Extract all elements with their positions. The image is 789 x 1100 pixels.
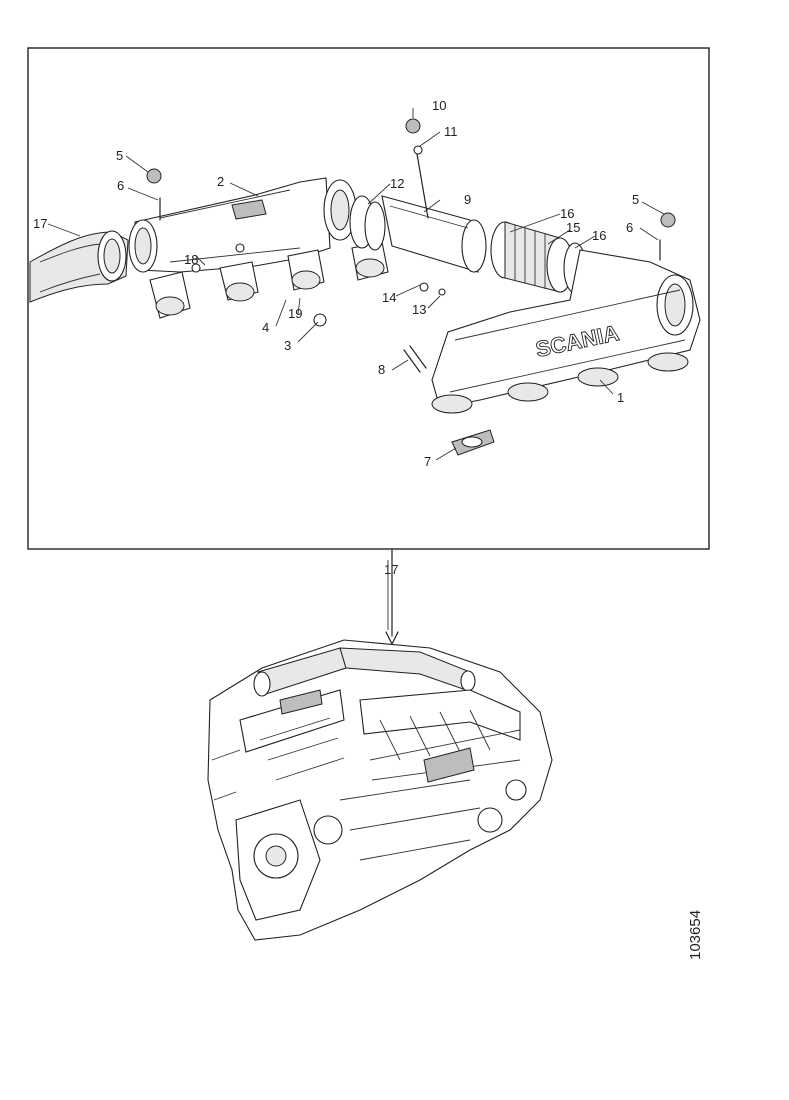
callout-1: 1 [617, 390, 624, 405]
document-number: 103654 [687, 910, 704, 960]
callout-18: 18 [184, 252, 198, 267]
callout-17: 17 [33, 216, 47, 231]
callout-19: 19 [288, 306, 302, 321]
exhaust-manifold-detail: SCANIA [29, 98, 701, 577]
callout-14: 14 [382, 290, 396, 305]
callout-labels: 1 2 3 4 5 5 6 6 7 8 9 10 11 12 13 14 15 … [33, 98, 639, 577]
bellows-15 [490, 221, 587, 294]
callout-4: 4 [262, 320, 269, 335]
callout-15: 15 [566, 220, 580, 235]
gasket-7 [451, 429, 495, 456]
manifold-section-1: SCANIA [431, 249, 701, 414]
callout-16-right: 16 [592, 228, 606, 243]
callout-6-right: 6 [626, 220, 633, 235]
callout-10: 10 [432, 98, 446, 113]
manifold-section-2 [128, 177, 389, 319]
callout-2: 2 [217, 174, 224, 189]
callout-13: 13 [412, 302, 426, 317]
junction-rings-12 [323, 179, 386, 251]
callout-11: 11 [444, 124, 458, 139]
callout-17-stem: 17 [384, 562, 398, 577]
leader-lines [47, 108, 665, 461]
engine-overview [207, 639, 553, 941]
callout-12: 12 [390, 176, 404, 191]
callout-7: 7 [424, 454, 431, 469]
callout-3: 3 [284, 338, 291, 353]
exhaust-pipe-17 [29, 230, 129, 303]
stud-8 [403, 345, 427, 373]
callout-5-left: 5 [116, 148, 123, 163]
callout-16-left: 16 [560, 206, 574, 221]
pipe-9 [381, 195, 487, 273]
callout-5-right: 5 [632, 192, 639, 207]
callout-6-left: 6 [117, 178, 124, 193]
callout-8: 8 [378, 362, 385, 377]
callout-9: 9 [464, 192, 471, 207]
detail-frame [27, 47, 710, 550]
